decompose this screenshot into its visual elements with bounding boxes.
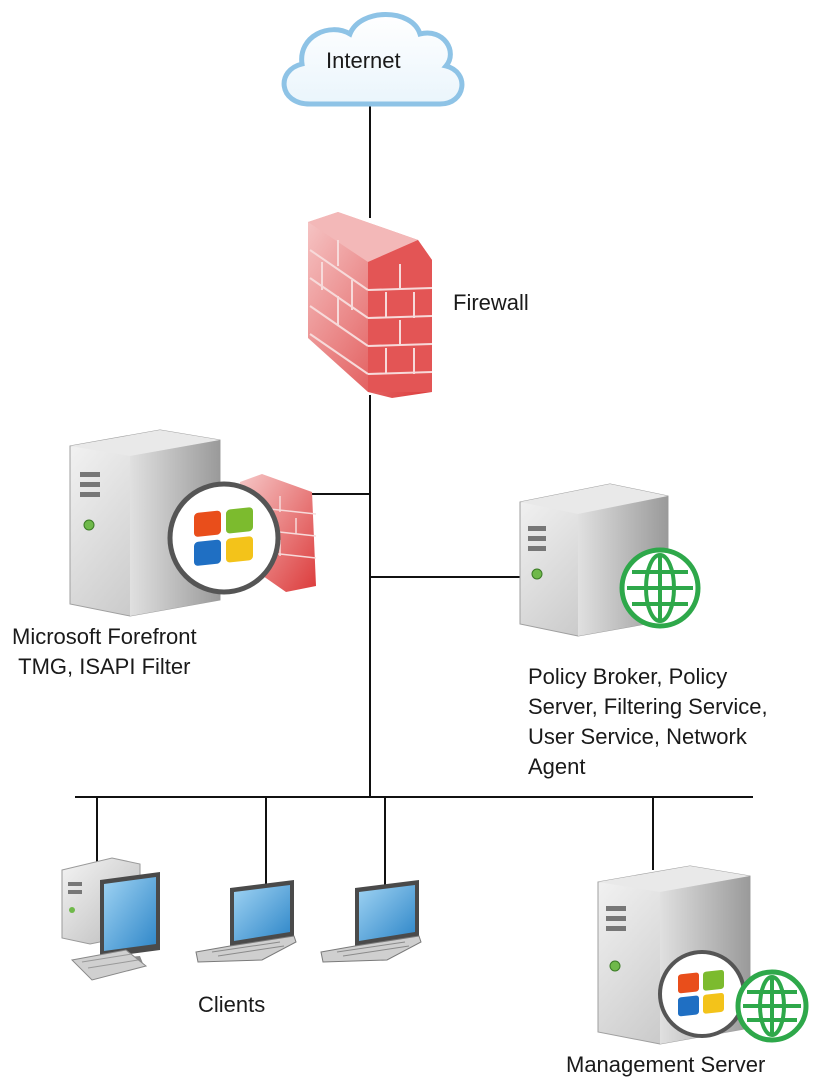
policy-label-line-4: Agent [528,754,586,779]
tmg-label: Microsoft Forefront TMG, ISAPI Filter [12,622,197,682]
laptop-icon [195,880,297,963]
policy-server-label: Policy Broker, Policy Server, Filtering … [528,662,768,782]
policy-label-line-3: User Service, Network [528,724,747,749]
cloud-icon [281,12,465,107]
policy-label-line-1: Policy Broker, Policy [528,664,728,689]
management-server-label: Management Server [566,1052,766,1077]
clients-label: Clients [198,992,266,1017]
firewall-label: Firewall [453,290,529,315]
brick-firewall-icon [308,212,433,398]
server-windows-firewall-icon [69,429,317,617]
tmg-label-line-1: Microsoft Forefront [12,624,197,649]
policy-label-line-2: Server, Filtering Service, [528,694,768,719]
desktop-computer-icon [61,857,160,981]
server-globe-icon [519,483,701,637]
internet-label: Internet [326,48,401,73]
server-windows-globe-icon [597,865,809,1045]
tmg-label-line-2: TMG, ISAPI Filter [18,654,191,679]
laptop-icon [320,880,422,963]
